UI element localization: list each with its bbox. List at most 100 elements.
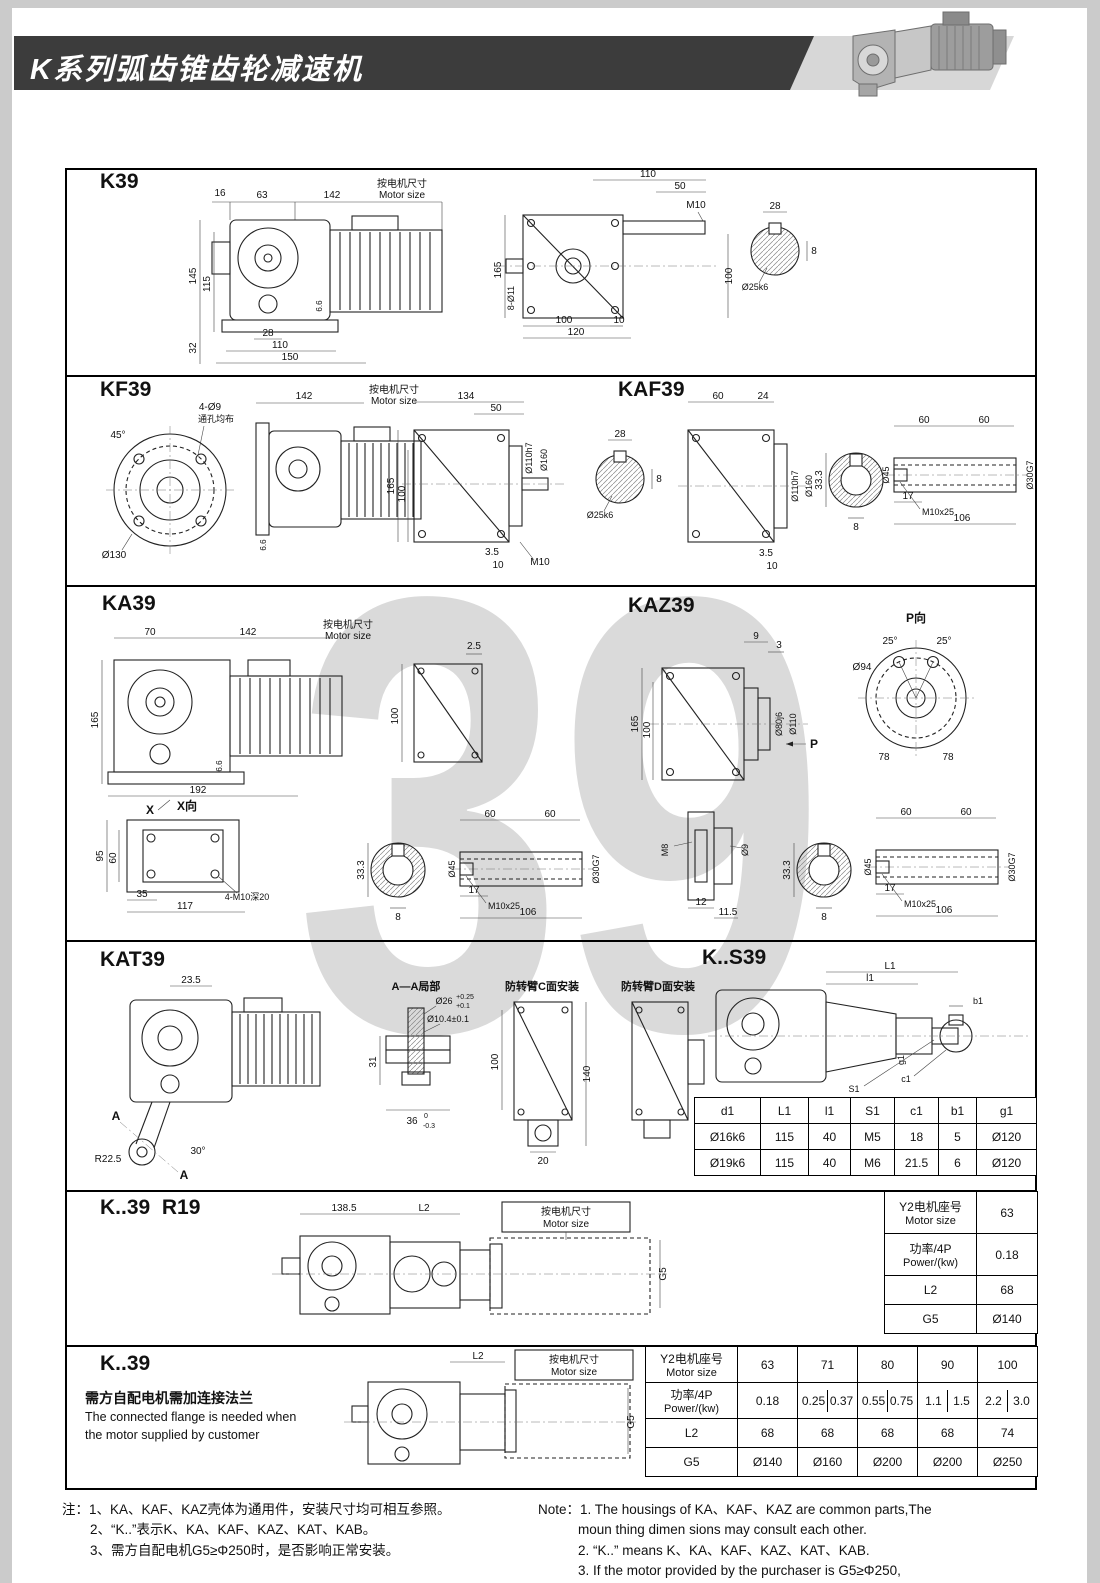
- dim: 110: [640, 169, 656, 180]
- dim: 78: [878, 752, 890, 763]
- dim: 10: [492, 560, 504, 571]
- motor-size-label-en: Motor size: [325, 631, 372, 642]
- cell: 0.18: [737, 1382, 798, 1419]
- label-cn: 功率/4P: [670, 1388, 713, 1402]
- dim: 78: [942, 752, 954, 763]
- dim: 28: [769, 201, 781, 212]
- cell: 68: [857, 1418, 918, 1448]
- dim: M8: [660, 844, 670, 857]
- cell: Ø200: [917, 1447, 978, 1477]
- dim: G5: [658, 1267, 669, 1281]
- row-header: G5: [884, 1304, 977, 1334]
- dim: G5: [626, 1415, 637, 1429]
- divider: [65, 585, 1037, 587]
- dim: 9: [753, 631, 759, 642]
- kdot39-drawing: L2 按电机尺寸 Motor size G5: [344, 1349, 637, 1465]
- dim: 33.3: [814, 470, 825, 490]
- notes-cn: 注：1、KA、KAF、KAZ壳体为通用件，安装尺寸均可相互参照。 2、“K..”…: [62, 1500, 532, 1561]
- dim: 17: [468, 885, 480, 896]
- dim-tol: +0.1: [456, 1003, 470, 1010]
- dim: M10x25: [922, 507, 954, 517]
- dim: Ø45: [863, 858, 873, 875]
- kaf39-front-drawing: 60 24 Ø110h7 Ø160 3.5 10: [678, 391, 814, 572]
- divider: [65, 940, 1037, 942]
- dim: 25°: [882, 636, 897, 647]
- cell: Ø160: [797, 1447, 858, 1477]
- label-en: Motor size: [905, 1215, 956, 1227]
- page-margin-top: [0, 0, 1100, 8]
- view-arrow-label: X: [146, 803, 154, 817]
- ka39-front-drawing: 2.5 100: [390, 641, 483, 763]
- dim: 3.5: [759, 548, 773, 559]
- dim: 35: [136, 889, 148, 900]
- dim: 28: [262, 328, 274, 339]
- dim: Ø160: [539, 449, 549, 471]
- note-line-en: The connected flange is needed when: [85, 1410, 297, 1425]
- motor-size-label-cn: 按电机尺寸: [377, 177, 427, 190]
- dim: M10x25: [904, 899, 936, 909]
- cell: 40: [808, 1149, 851, 1176]
- cell: Ø140: [976, 1304, 1038, 1334]
- header-band: [14, 36, 814, 90]
- section-title-kr19: K..39 R19: [100, 1196, 201, 1219]
- dim: 24: [757, 391, 769, 402]
- section-mark: A: [112, 1109, 121, 1123]
- dim: 63: [256, 190, 268, 201]
- dim: 142: [240, 627, 257, 638]
- dim: 117: [177, 901, 193, 912]
- dim: Ø26: [435, 996, 452, 1006]
- kaz39-hub-section: 33.3 8: [782, 842, 852, 923]
- dim: Ø130: [102, 550, 127, 561]
- dim: 8: [821, 912, 827, 923]
- value: 0.55: [861, 1393, 886, 1408]
- dim: 110: [272, 340, 288, 351]
- dim: 4-Ø9: [199, 402, 222, 413]
- dim: 8: [656, 474, 662, 485]
- notes-en: Note：1. The housings of KA、KAF、KAZ are c…: [538, 1500, 1048, 1583]
- note-line: 2、“K..”表示K、KA、KAF、KAZ、KAT、KAB。: [90, 1522, 377, 1538]
- dim: 140: [582, 1065, 593, 1082]
- dim: Ø30G7: [591, 854, 601, 883]
- label-en: Power/(kw): [663, 1403, 719, 1415]
- dim: 32: [188, 342, 199, 354]
- section-title-kf39: KF39: [100, 378, 152, 401]
- dim: 50: [490, 403, 502, 414]
- label-en: Motor size: [666, 1367, 717, 1379]
- dim: Ø25k6: [587, 510, 614, 520]
- dim: l1: [866, 973, 874, 984]
- view-label: 防转臂C面安装: [505, 979, 579, 993]
- dim: Ø30G7: [1025, 460, 1035, 489]
- dim: 3: [776, 640, 782, 651]
- dim: g1: [896, 1055, 906, 1065]
- kaf39-hub-section: 33.3 8: [814, 452, 884, 533]
- value: 1.1: [925, 1393, 942, 1408]
- kaf39-output-shaft: 60 60 Ø45 M10x25 17 106 Ø30G7: [881, 415, 1035, 525]
- dim: 60: [918, 415, 930, 426]
- dim: 100: [397, 485, 408, 502]
- dim-tol: +0.25: [456, 994, 474, 1001]
- dim: 106: [520, 907, 537, 918]
- kf39-shaft-section: 28 Ø25k6 8: [587, 429, 662, 520]
- dim: 70: [144, 627, 156, 638]
- cell: Ø200: [857, 1447, 918, 1477]
- kaz39-output-shaft: 60 60 Ø45 M10x25 17 106 Ø30G7: [863, 807, 1017, 917]
- table-row: Ø19k6 115 40 M6 21.5 6 Ø120: [694, 1149, 1037, 1176]
- dim: 16: [214, 188, 226, 199]
- dim: 115: [202, 276, 213, 292]
- motor-size-label-cn: 按电机尺寸: [323, 618, 373, 631]
- cell: M5: [850, 1123, 895, 1150]
- motor-size-label-en: Motor size: [371, 396, 418, 407]
- dim: 60: [978, 415, 990, 426]
- value: 0.25: [801, 1393, 826, 1408]
- col-header: l1: [808, 1097, 851, 1124]
- dim: 8: [811, 246, 817, 257]
- ka39-hub-section: 33.3 8: [356, 842, 426, 923]
- dim: 8: [395, 912, 401, 923]
- dim: Ø45: [881, 466, 891, 483]
